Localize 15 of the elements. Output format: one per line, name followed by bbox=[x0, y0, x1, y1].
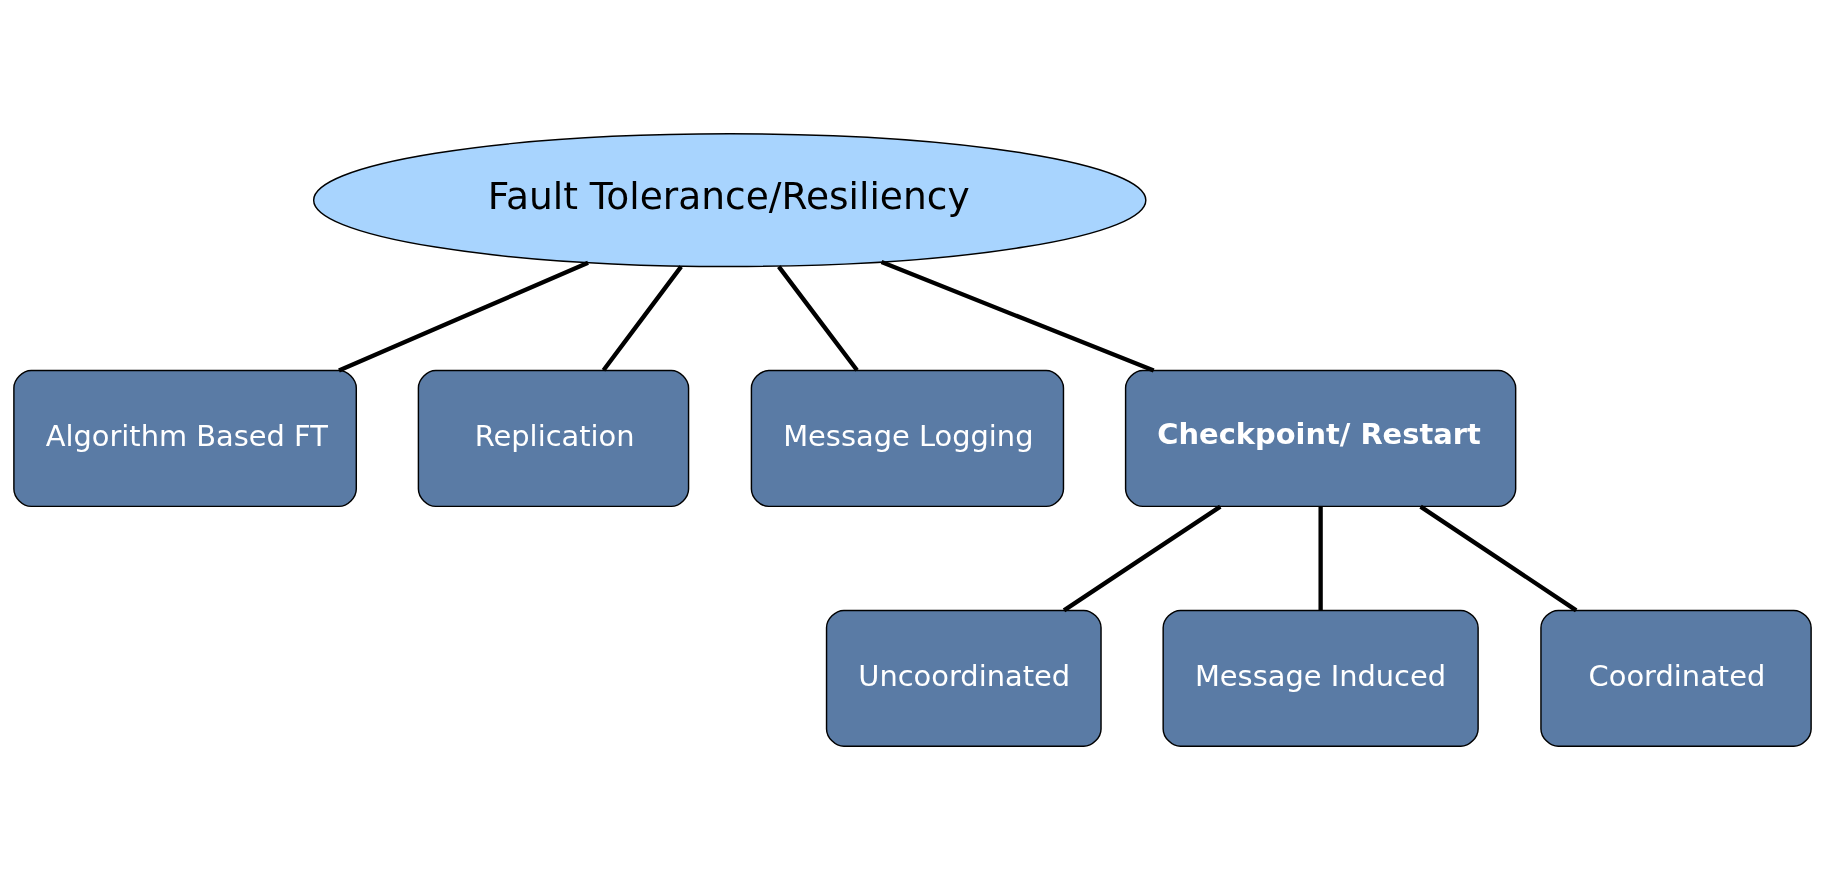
node-box: Checkpoint/ Restart bbox=[1124, 369, 1517, 507]
connector bbox=[1062, 504, 1222, 612]
node-box: Coordinated bbox=[1540, 609, 1812, 747]
connector bbox=[1318, 506, 1323, 610]
node-box: Algorithm Based FT bbox=[13, 369, 357, 507]
node-box: Message Logging bbox=[750, 369, 1065, 507]
connector bbox=[338, 260, 589, 373]
connector bbox=[1419, 504, 1578, 612]
node-box: Message Induced bbox=[1162, 609, 1479, 747]
connector bbox=[601, 264, 683, 372]
node-box: Replication bbox=[417, 369, 690, 507]
node-box: Uncoordinated bbox=[825, 609, 1102, 747]
connector bbox=[777, 264, 859, 372]
connector bbox=[880, 259, 1155, 373]
node-ellipse: Fault Tolerance/Resiliency bbox=[312, 132, 1147, 267]
